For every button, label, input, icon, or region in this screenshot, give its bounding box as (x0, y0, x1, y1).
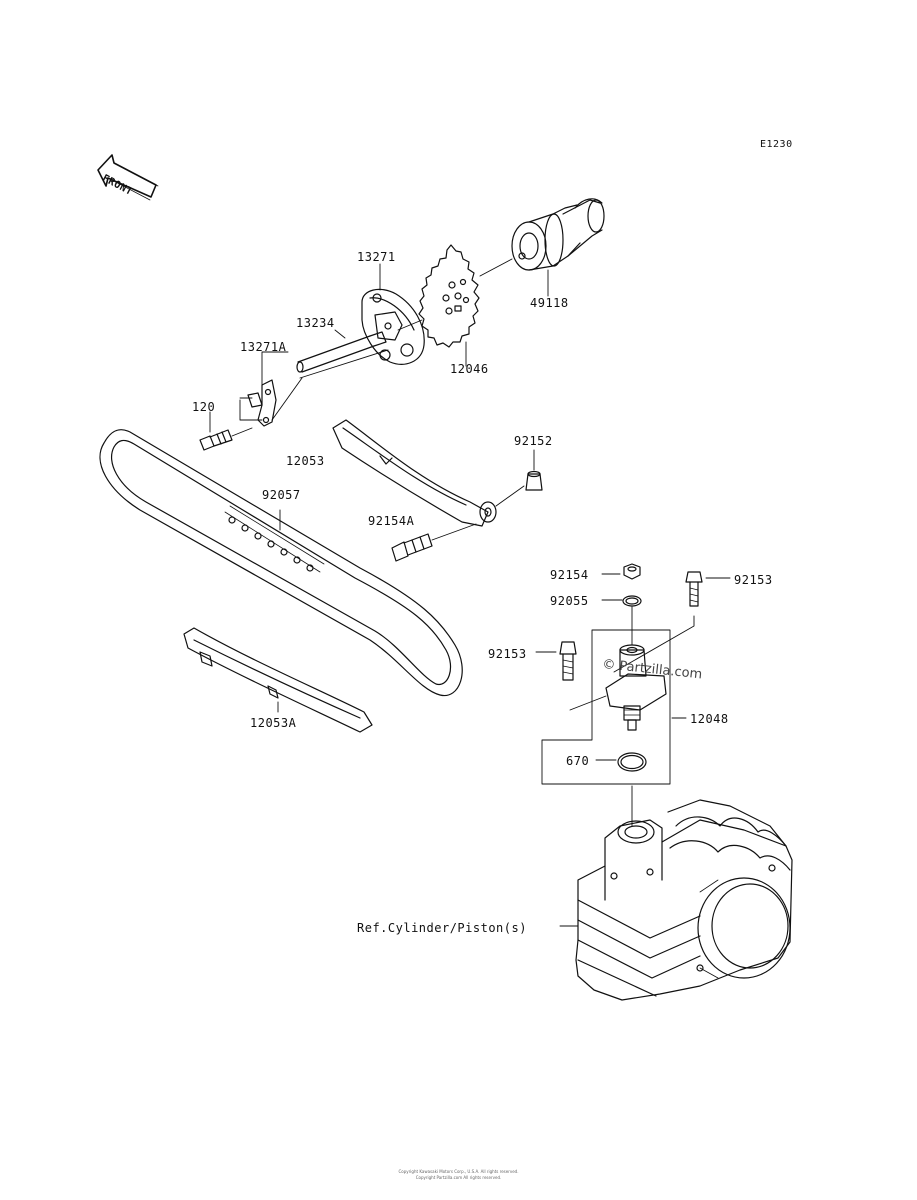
part-label-670: 670 (566, 754, 590, 768)
part-label-92154: 92154 (550, 568, 589, 582)
part-label-49118: 49118 (530, 296, 569, 310)
copyright-line-2: Copyright Partzilla.com All rights reser… (415, 1175, 502, 1180)
part-label-13271a: 13271A (240, 340, 287, 354)
bolt-120-part (199, 429, 233, 451)
camshaft-sprocket-part (418, 244, 480, 348)
part-label-12046: 12046 (450, 362, 489, 376)
leader-lines-upper (209, 258, 549, 437)
front-arrow-icon (97, 154, 159, 201)
ref-cylinder-label: Ref.Cylinder/Piston(s) (357, 921, 527, 935)
camshaft-part (511, 198, 605, 271)
cylinder-part (559, 799, 793, 1001)
part-label-12053: 12053 (286, 454, 325, 468)
part-label-13271: 13271 (357, 250, 396, 264)
part-label-92153-right: 92153 (734, 573, 773, 587)
part-label-12048: 12048 (690, 712, 729, 726)
part-label-92154a: 92154A (368, 514, 415, 528)
cam-chain-part (99, 429, 463, 697)
part-label-92152: 92152 (514, 434, 553, 448)
part-label-120: 120 (192, 400, 216, 414)
part-label-92055: 92055 (550, 594, 589, 608)
plate-part (247, 379, 277, 427)
holder-part (361, 288, 425, 365)
part-label-92057: 92057 (262, 488, 301, 502)
part-label-13234: 13234 (296, 316, 335, 330)
pin-part (296, 331, 387, 373)
part-label-12053a: 12053A (250, 716, 297, 730)
part-label-92153-left: 92153 (488, 647, 527, 661)
chain-guide-lower-part (183, 627, 373, 733)
pin-92152-part (495, 449, 543, 507)
bolt-92154a-part (391, 523, 477, 562)
copyright-line-1: Copyright Kawasaki Motors Corp., U.S.A. … (398, 1169, 519, 1174)
tensioner-assembly-part (535, 563, 731, 827)
diagram-code: E1230 (760, 139, 793, 150)
chain-guide-part (332, 419, 497, 527)
